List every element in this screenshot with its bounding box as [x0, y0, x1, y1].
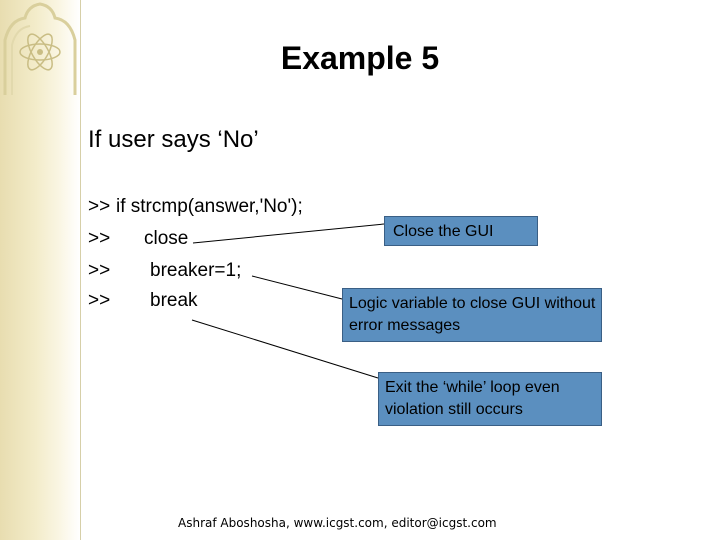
decorative-sidebar: [0, 0, 81, 540]
callout-text: Exit the ‘while’ loop even violation sti…: [385, 379, 560, 418]
callout-exit-loop: Exit the ‘while’ loop even violation sti…: [378, 372, 602, 426]
code-line: >> break: [88, 290, 198, 312]
code-text: break: [150, 290, 198, 311]
callout-logic-variable: Logic variable to close GUI without erro…: [342, 288, 602, 342]
callout-close-gui: Close the GUI: [384, 216, 538, 246]
connector-breaker: [251, 275, 347, 301]
slide-subtitle: If user says ‘No’: [88, 126, 259, 153]
code-prompt: >>: [88, 228, 111, 249]
slide-title: Example 5: [280, 40, 440, 76]
code-line: >> close: [88, 228, 188, 250]
code-prompt: >>: [88, 196, 111, 217]
code-prompt: >>: [88, 260, 111, 281]
code-line: >> breaker=1;: [88, 260, 241, 282]
code-text: breaker=1;: [150, 260, 242, 281]
callout-text: Logic variable to close GUI without erro…: [349, 295, 596, 334]
connector-close: [192, 223, 385, 244]
callout-text: Close the GUI: [393, 223, 494, 240]
code-line: >>if strcmp(answer,'No');: [88, 196, 303, 218]
slide-footer: Ashraf Aboshosha, www.icgst.com, editor@…: [178, 516, 497, 530]
atom-icon: [3, 2, 77, 95]
code-text: if strcmp(answer,'No');: [116, 196, 303, 217]
code-prompt: >>: [88, 290, 111, 311]
code-text: close: [144, 228, 189, 249]
